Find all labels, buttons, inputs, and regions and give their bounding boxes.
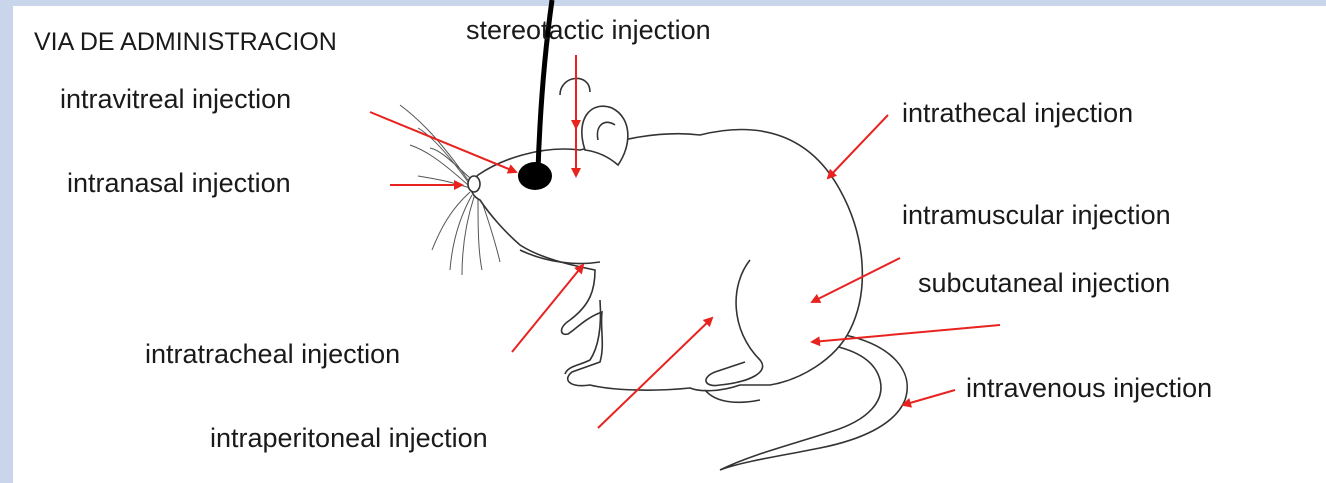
diagram-title: VIA DE ADMINISTRACION <box>34 27 337 57</box>
label-intrathecal: intrathecal injection <box>902 98 1133 128</box>
label-intraperitoneal: intraperitoneal injection <box>210 423 488 453</box>
arrow-intrathecal <box>828 115 888 178</box>
label-intravitreal: intravitreal injection <box>60 84 291 114</box>
label-intratracheal: intratracheal injection <box>145 339 400 369</box>
label-intramuscular: intramuscular injection <box>902 200 1171 230</box>
arrow-intravenous <box>903 390 955 405</box>
label-intranasal: intranasal injection <box>67 168 291 198</box>
eye <box>518 162 552 190</box>
label-intravenous: intravenous injection <box>966 373 1212 403</box>
arrow-intravitreal <box>370 112 516 172</box>
label-subcutaneal: subcutaneal injection <box>918 268 1170 298</box>
arrow-intratracheal <box>512 265 583 352</box>
mouse-outline <box>468 78 907 470</box>
label-stereotactic: stereotactic injection <box>466 15 711 45</box>
